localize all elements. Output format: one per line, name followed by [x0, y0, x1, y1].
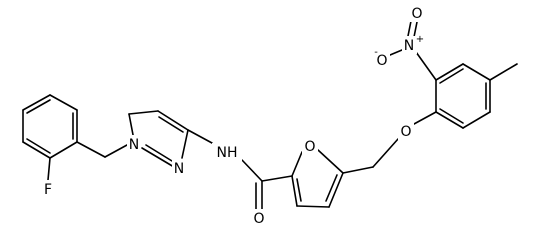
- bond: [128, 110, 159, 115]
- bond: [439, 108, 464, 124]
- atom-n-nitro: N +: [402, 34, 424, 54]
- bond: [104, 144, 128, 158]
- atom-nh-label: NH: [217, 145, 238, 161]
- atom-o-ether: O: [398, 122, 414, 140]
- bond: [26, 99, 51, 114]
- atom-n-pyrazole-1-label: N: [129, 137, 139, 153]
- bond: [141, 147, 175, 168]
- bond: [328, 172, 344, 208]
- atom-o-nitro-double-label: O: [411, 6, 422, 22]
- bond: [49, 141, 78, 159]
- bond: [22, 141, 51, 159]
- bond-layer: [22, 20, 518, 210]
- bond: [372, 138, 399, 168]
- atom-label-layer: F N N NH O O O N +: [41, 4, 425, 227]
- bond: [325, 174, 338, 202]
- atom-o-furan: O: [302, 137, 318, 155]
- atom-o-nitro-minus: O -: [374, 47, 390, 69]
- bond: [389, 49, 403, 56]
- atom-n-pyrazole-2-label: N: [174, 161, 184, 177]
- bond: [489, 63, 518, 81]
- bond: [157, 110, 189, 131]
- bond: [241, 159, 263, 182]
- bond: [187, 129, 213, 144]
- atom-f: F: [41, 180, 55, 198]
- bond: [181, 129, 189, 159]
- bond: [462, 111, 491, 129]
- atom-o-nitro-double: O: [409, 4, 425, 22]
- bond: [76, 141, 106, 158]
- atom-o-nitro-minus-label: O: [376, 53, 387, 69]
- bond: [49, 94, 78, 111]
- atom-f-label: F: [44, 182, 52, 198]
- bond: [342, 166, 374, 174]
- atom-o-ether-label: O: [400, 124, 411, 140]
- bond: [145, 144, 173, 162]
- bond: [22, 94, 51, 111]
- bond: [296, 178, 302, 202]
- charge-plus: +: [416, 34, 424, 45]
- bond: [415, 51, 437, 81]
- bond: [462, 63, 491, 81]
- atom-n-pyrazole-1: N: [127, 135, 141, 153]
- bond: [407, 20, 412, 37]
- charge-minus: -: [374, 47, 378, 58]
- bond: [413, 111, 437, 125]
- bond: [413, 21, 418, 38]
- bond: [26, 138, 51, 154]
- bond: [435, 111, 464, 129]
- atom-o-furan-label: O: [304, 139, 315, 155]
- bond: [158, 116, 184, 133]
- bond: [291, 151, 303, 177]
- atom-o-carbonyl-label: O: [253, 211, 264, 227]
- atom-n-nitro-label: N: [404, 38, 414, 54]
- atom-o-carbonyl: O: [252, 209, 267, 227]
- bond: [317, 149, 344, 174]
- bond: [296, 205, 330, 208]
- bond: [47, 157, 51, 181]
- atom-n-pyrazole-2: N: [172, 159, 186, 177]
- bond: [435, 63, 464, 81]
- atom-nh: NH: [212, 143, 242, 161]
- bond: [439, 68, 464, 84]
- bond: [261, 175, 293, 182]
- bond: [291, 175, 298, 207]
